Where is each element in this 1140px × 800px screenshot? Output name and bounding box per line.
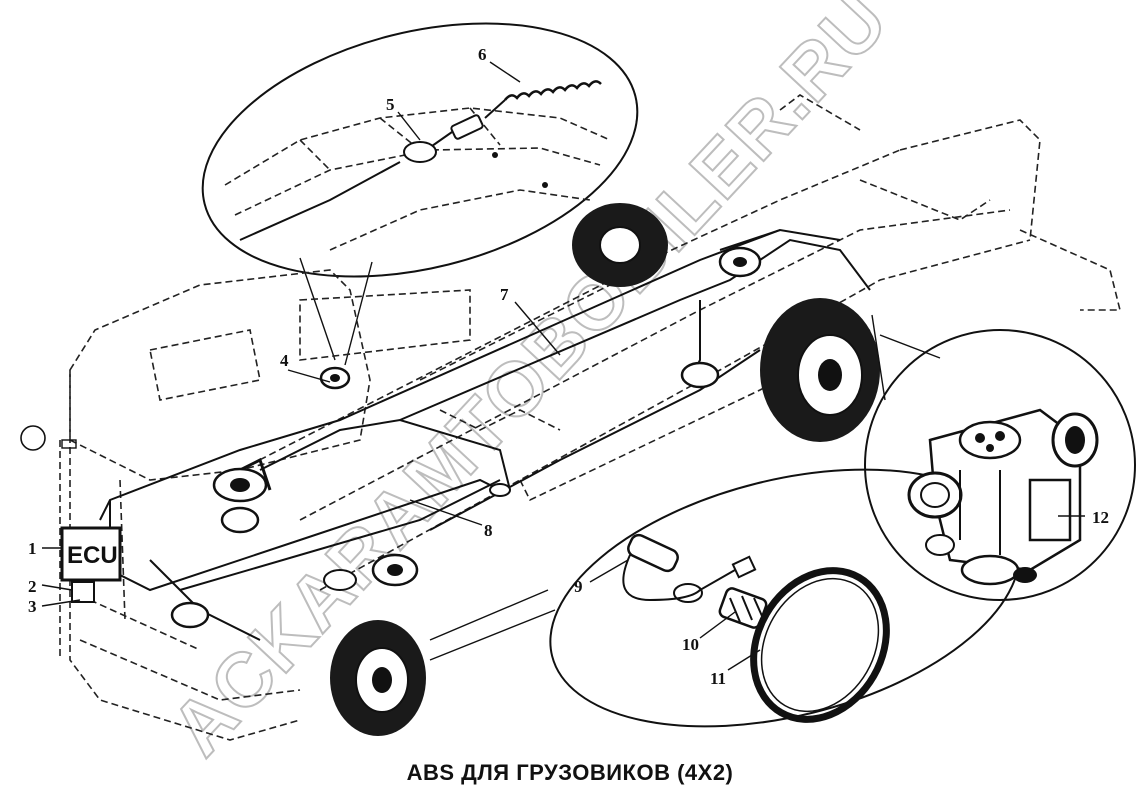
ecu-label: ECU [67,542,118,569]
callout-4: 4 [280,351,289,370]
callout-8: 8 [484,521,493,540]
wiring-harness [99,228,871,641]
callout-2: 2 [28,577,37,596]
callout-5: 5 [386,95,395,114]
sensor-connector [450,114,484,140]
callout-6: 6 [478,45,487,64]
grommet [403,141,437,163]
sensor-cable [239,161,401,241]
callout-3: 3 [28,597,37,616]
callout-labels: 1 2 3 4 5 6 7 8 9 10 11 12 [28,45,1109,688]
sensor-detail-inset [201,22,639,366]
callout-9: 9 [574,577,583,596]
callout-12: 12 [1092,508,1109,527]
callout-7: 7 [500,285,509,304]
callout-1: 1 [28,539,37,558]
chassis-frame [239,94,1122,591]
modulator-valve-inset [864,314,1136,601]
callout-11: 11 [710,669,726,688]
wheel-speed-sensor [627,533,679,573]
callout-10: 10 [682,635,699,654]
modulator-valves [170,246,762,629]
exciter-ring [750,567,890,723]
sensor-ring-inset [429,468,1021,728]
wheels [330,203,880,736]
callout-leaders [41,61,1085,671]
diagram-caption: ABS ДЛЯ ГРУЗОВИКОВ (4X2) [406,760,734,785]
coiled-cable [504,80,602,101]
ecu-unit: ECU [60,526,122,603]
